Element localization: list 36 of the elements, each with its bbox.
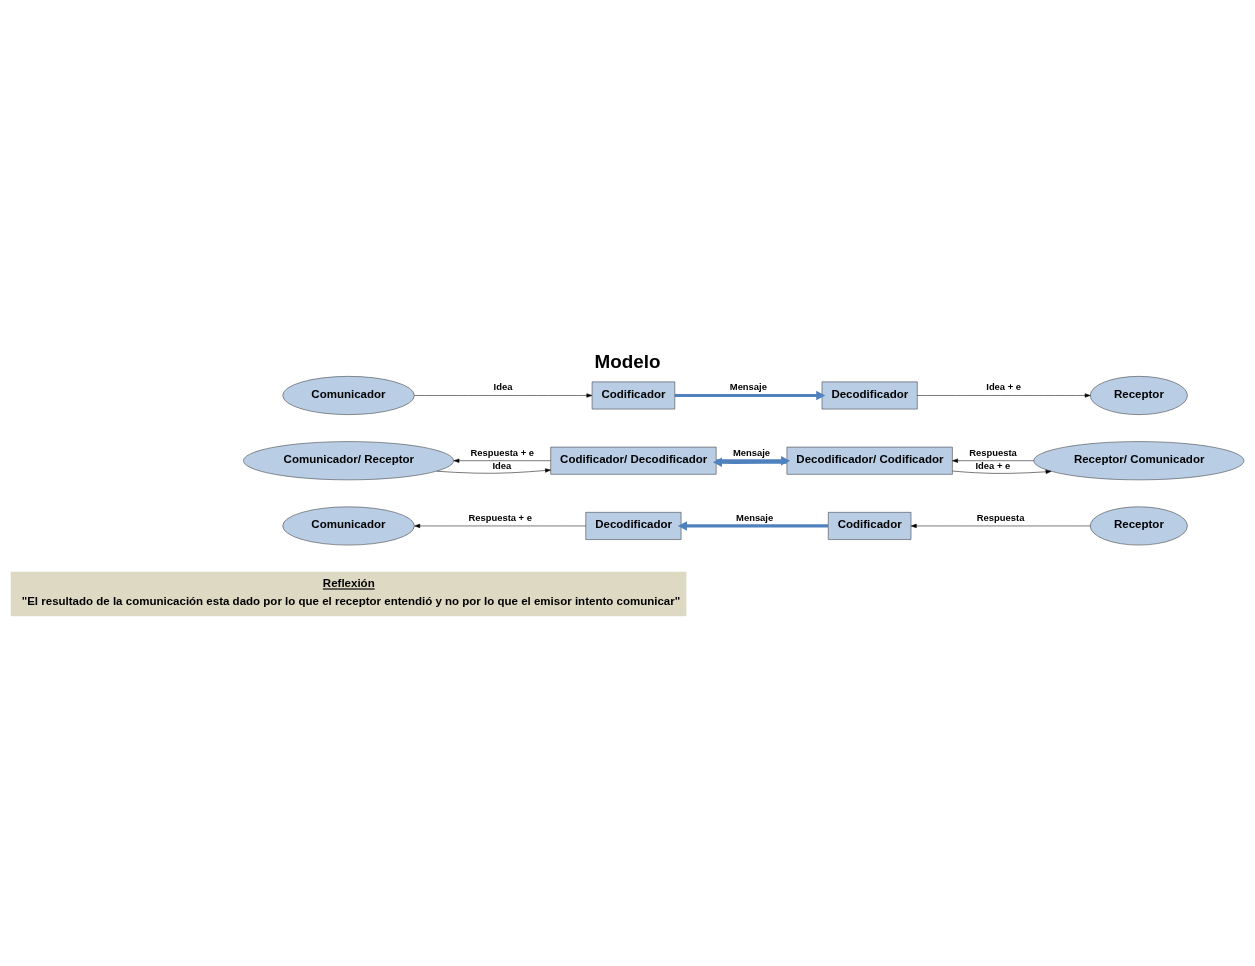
- arrow: [910, 523, 1091, 528]
- edge-label: Respuesta + e: [468, 511, 532, 523]
- node-ellipse: Receptor/ Comunicador: [1033, 440, 1245, 480]
- arrow: [436, 467, 551, 474]
- arrow: [712, 456, 787, 467]
- node-box: Decodificador: [821, 381, 918, 409]
- edge-label: Mensaje: [736, 511, 774, 523]
- arrow: [414, 523, 586, 528]
- node-ellipse: Comunicador: [282, 506, 415, 545]
- edge-label: Respuesta + e: [470, 446, 535, 458]
- node-box: Reflexión "El resultado de la comunicación esta dado por lo que el receptor entendió y no por lo que el emisor intento comunicar": [10, 571, 687, 616]
- edge-label: Idea: [492, 459, 512, 471]
- edge-label: Idea + e: [986, 380, 1022, 392]
- node-ellipse: Receptor: [1090, 375, 1188, 415]
- node-box: Codificador: [828, 511, 912, 540]
- diagram-title: Modelo: [594, 350, 661, 372]
- arrow: [414, 392, 593, 398]
- arrow: [952, 469, 1052, 474]
- node-box: Decodificador/ Codificador: [786, 446, 953, 475]
- edge-label: Mensaje: [732, 446, 771, 458]
- edge-label: Mensaje: [729, 380, 767, 392]
- edge-label: Respuesta: [969, 446, 1017, 458]
- node-box: Decodificador: [585, 511, 682, 540]
- edge-label: Idea + e: [975, 459, 1011, 471]
- node-ellipse: Receptor: [1090, 506, 1188, 545]
- node-ellipse: Comunicador: [282, 375, 415, 415]
- arrow: [677, 520, 829, 531]
- edge-label: Idea: [493, 380, 513, 392]
- node-box: Codificador/ Decodificador: [550, 446, 717, 475]
- node-box: Codificador: [591, 381, 676, 409]
- arrow: [917, 392, 1091, 398]
- node-ellipse: Comunicador/ Receptor: [243, 440, 454, 480]
- arrow: [453, 458, 551, 463]
- edge-label: Respuesta: [976, 511, 1025, 523]
- arrow: [674, 390, 826, 400]
- arrow: [952, 458, 1034, 463]
